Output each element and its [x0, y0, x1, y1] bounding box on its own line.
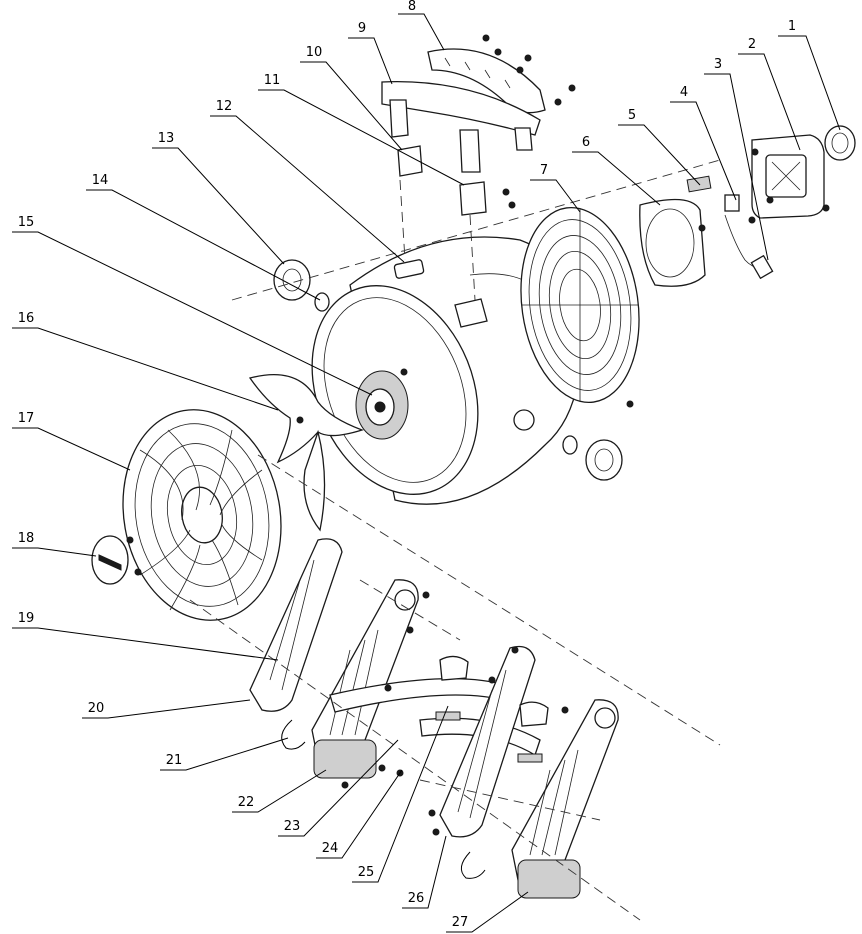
leader-lines — [12, 13, 841, 933]
callout-23: 23 — [284, 819, 301, 834]
callout-3: 3 — [714, 57, 722, 72]
right-frame-arm — [439, 645, 536, 838]
callout-21: 21 — [166, 753, 183, 768]
callout-4: 4 — [680, 85, 688, 100]
front-guard — [122, 409, 282, 621]
callout-26: 26 — [408, 891, 425, 906]
rear-cover — [639, 198, 706, 287]
callout-14: 14 — [92, 173, 109, 188]
callout-5: 5 — [628, 108, 636, 123]
left-frame-arm — [249, 538, 343, 712]
left-support-leg — [311, 579, 419, 779]
fan-blade — [248, 374, 365, 532]
callout-15: 15 — [18, 215, 35, 230]
badge — [91, 535, 129, 585]
motor — [355, 370, 409, 440]
side-knob-right — [562, 435, 623, 481]
callout-20: 20 — [88, 701, 105, 716]
capacitor — [724, 194, 740, 212]
callout-24: 24 — [322, 841, 339, 856]
assembly-dash-lines — [189, 159, 721, 921]
handle-base — [381, 81, 541, 173]
callout-7: 7 — [540, 163, 548, 178]
rear-guard — [520, 206, 640, 404]
cord-hook-left — [281, 719, 306, 750]
callout-11: 11 — [264, 73, 281, 88]
power-cord — [724, 214, 774, 280]
control-knob — [824, 125, 856, 161]
screws — [126, 34, 830, 836]
callout-19: 19 — [18, 611, 35, 626]
handle-bracket-right — [459, 181, 487, 216]
callout-25: 25 — [358, 865, 375, 880]
right-support-leg — [511, 699, 619, 899]
callout-27: 27 — [452, 915, 469, 930]
callout-12: 12 — [216, 99, 233, 114]
callout-labels: 1 2 3 4 5 6 7 8 9 10 11 12 13 14 15 16 1… — [18, 0, 796, 930]
callout-1: 1 — [788, 19, 796, 34]
callout-17: 17 — [18, 411, 35, 426]
callout-13: 13 — [158, 131, 175, 146]
switch-box — [751, 134, 825, 219]
callout-9: 9 — [358, 21, 366, 36]
callout-22: 22 — [238, 795, 255, 810]
tube-clamp — [435, 655, 549, 763]
callout-2: 2 — [748, 37, 756, 52]
callout-18: 18 — [18, 531, 35, 546]
cord-hook-right — [460, 851, 486, 879]
callout-6: 6 — [582, 135, 590, 150]
callout-10: 10 — [306, 45, 323, 60]
callout-16: 16 — [18, 311, 35, 326]
callout-8: 8 — [408, 0, 416, 14]
